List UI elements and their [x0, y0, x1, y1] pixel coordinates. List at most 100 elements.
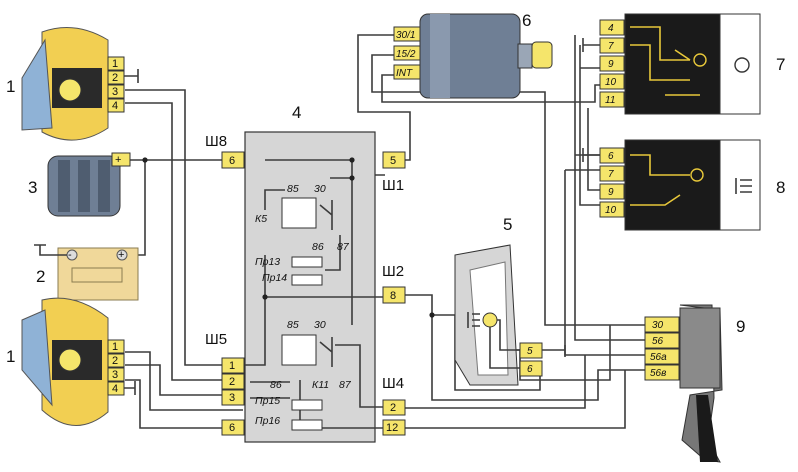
ignition-switch: 6 30/1 15/2 INT [393, 11, 553, 99]
ignition-pin-15-2: 15/2 [396, 49, 416, 60]
indicator-pin-5: 5 [527, 346, 533, 357]
column-switch: 9 30 56 56а 56в [644, 304, 745, 463]
headlight-switch-pin-10: 10 [605, 205, 617, 216]
relay-k5: К5 85 30 86 87 Пр13 Пр14 [255, 183, 350, 286]
ground-icon [542, 345, 566, 357]
relay-k11-name: К11 [312, 379, 329, 391]
headlight-bottom: 1 1 2 3 4 [6, 297, 136, 426]
column-switch-pin-30: 30 [652, 320, 664, 331]
ground-icon [582, 148, 600, 162]
relay-k5-term-85: 85 [287, 183, 299, 195]
light-switch-pin-11: 11 [605, 95, 615, 106]
headlight-top-pin-3: 3 [112, 86, 118, 98]
sh2-pin-8: 8 [390, 290, 396, 302]
connector-sh1-label: Ш1 [382, 177, 404, 194]
light-switch-panel [624, 13, 721, 115]
ignition-key-icon [531, 41, 553, 69]
connector-sh4-label: Ш4 [382, 375, 404, 392]
headlight-top-pins: 1 2 3 4 [107, 56, 125, 113]
headlight-bottom-pins: 1 2 3 4 [107, 339, 125, 396]
battery-terminal-positive: + [118, 249, 124, 261]
headlight-bottom-number: 1 [6, 347, 15, 366]
relay-k11-term-87: 87 [339, 379, 352, 391]
indicator-lamp-number: 5 [503, 215, 512, 234]
sun-icon [734, 57, 750, 73]
headlight-top-number: 1 [6, 77, 15, 96]
wires [120, 34, 645, 429]
light-switch-pin-4: 4 [608, 23, 614, 34]
indicator-lamp-pins: 5 6 [519, 342, 543, 377]
sh1-pin-5: 5 [390, 155, 396, 167]
light-switch-pin-7: 7 [608, 41, 614, 52]
relay-k5-term-30: 30 [314, 183, 326, 195]
ground-icon [124, 69, 139, 83]
relay-k5-term-86: 86 [312, 241, 324, 253]
battery-terminal-negative: - [68, 249, 72, 261]
headlight-top-pin-1: 1 [112, 58, 118, 70]
connector-sh5-label: Ш5 [205, 331, 227, 348]
relay-k11-fuse-pr16: Пр16 [255, 415, 280, 427]
headlight-beam-icon [735, 178, 752, 194]
relay-k11-term-86: 86 [270, 379, 282, 391]
headlight-top-pin-4: 4 [112, 100, 118, 112]
headlight-switch-number: 8 [776, 178, 785, 197]
generator-number: 3 [28, 178, 37, 197]
light-switch: 7 4 7 9 10 11 [582, 13, 785, 115]
generator-terminal [111, 152, 131, 167]
headlight-bottom-pin-4: 4 [112, 383, 118, 395]
relay-block-number: 4 [292, 103, 301, 122]
ignition-switch-number: 6 [522, 11, 531, 30]
headlight-top: 1 1 2 3 4 [6, 27, 139, 141]
light-switch-pin-10: 10 [605, 77, 617, 88]
ground-icon [582, 38, 600, 52]
relay-k5-fuse-pr14: Пр14 [262, 272, 287, 284]
sh5-pin-1: 1 [229, 360, 235, 372]
indicator-pin-6: 6 [527, 364, 533, 375]
headlight-switch-pin-9: 9 [608, 187, 614, 198]
generator-terminal-label: + [115, 154, 121, 166]
relay-k11-term-85: 85 [287, 319, 299, 331]
relay-k5-name: К5 [255, 213, 267, 225]
ignition-pin-int: INT [396, 68, 413, 79]
battery: 2 - + [34, 244, 139, 301]
headlight-top-pin-2: 2 [112, 72, 118, 84]
column-switch-pin-56a: 56а [650, 352, 667, 363]
relay-block-body [244, 131, 376, 443]
headlight-bottom-lens [21, 309, 53, 407]
relay-block: 4 Ш8 Ш1 Ш2 Ш5 Ш4 6 5 8 1 2 3 6 2 12 [142, 103, 435, 443]
headlight-switch-pin-7: 7 [608, 169, 614, 180]
connector-sh2-label: Ш2 [382, 263, 404, 280]
relay-k5-term-87: 87 [337, 241, 350, 253]
indicator-lamp: 5 5 6 [454, 215, 566, 386]
headlight-bottom-pin-1: 1 [112, 341, 118, 353]
ground-icon [124, 381, 136, 395]
column-switch-body [679, 307, 721, 389]
relay-k11: К11 85 30 86 87 Пр15 Пр16 [255, 319, 352, 431]
headlight-top-lens [21, 38, 53, 131]
column-switch-pin-56b: 56в [650, 368, 666, 379]
relay-k11-coil [281, 334, 317, 366]
headlight-switch-pin-6: 6 [608, 151, 614, 162]
light-switch-pin-9: 9 [608, 59, 614, 70]
headlight-bottom-pin-2: 2 [112, 355, 118, 367]
headlight-switch-pins: 6 7 9 10 [599, 147, 625, 218]
relay-k5-coil [281, 197, 317, 229]
column-switch-number: 9 [736, 317, 745, 336]
headlight-lamp-icon [58, 348, 82, 372]
connector-sh8-label: Ш8 [205, 133, 227, 150]
sh5-pin-3: 3 [229, 392, 235, 404]
sh8-pin-6: 6 [229, 155, 235, 167]
column-switch-pin-56: 56 [652, 336, 664, 347]
light-switch-pins: 4 7 9 10 11 [599, 19, 625, 108]
sh4-pin-12: 12 [386, 422, 398, 434]
sh4-pin-2: 2 [390, 402, 396, 414]
generator: 3 + [28, 152, 131, 217]
sh5-pin-2: 2 [229, 376, 235, 388]
battery-number: 2 [36, 267, 45, 286]
headlight-switch: 8 6 7 9 10 [582, 139, 785, 231]
sh5-pin-6: 6 [229, 422, 235, 434]
relay-k5-fuse-pr13: Пр13 [255, 256, 280, 268]
column-switch-pins: 30 56 56а 56в [644, 316, 680, 381]
ignition-pin-30-1: 30/1 [396, 30, 415, 41]
